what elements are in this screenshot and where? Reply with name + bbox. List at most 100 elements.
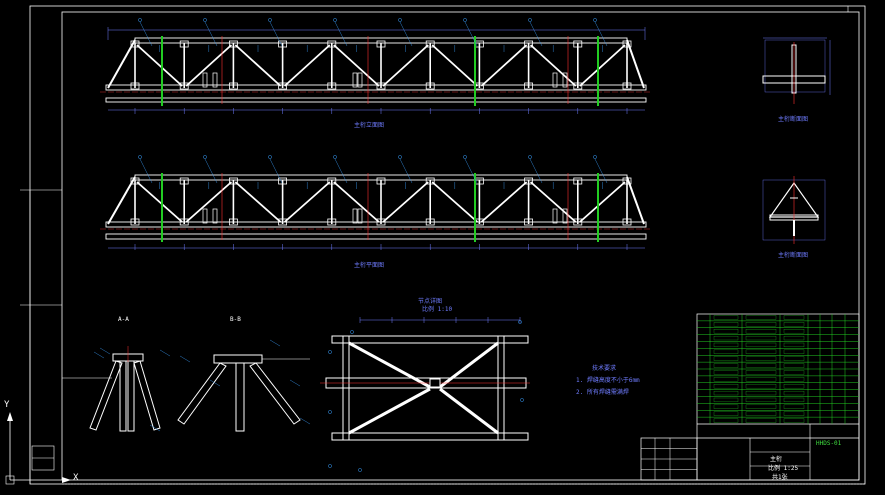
ucs-y-label: Y — [4, 400, 10, 410]
gusset-plate — [524, 177, 533, 185]
gusset-plate — [130, 218, 140, 226]
section-view-b[interactable] — [762, 176, 826, 244]
gusset-plate — [228, 218, 238, 226]
callout-bubble — [138, 18, 142, 22]
gusset-plate — [278, 82, 288, 90]
drawing-sheet: 共1张 — [772, 474, 788, 481]
node-detail-a[interactable] — [62, 346, 161, 432]
truss-diagonal — [284, 181, 331, 223]
parts-cell-text — [783, 363, 805, 368]
gusset-plate — [130, 40, 140, 48]
ucs-icon — [5, 412, 71, 485]
callout-bubble — [333, 155, 337, 159]
parts-cell-text — [783, 329, 805, 334]
truss-diagonal — [136, 181, 183, 223]
callout-bubble — [358, 468, 362, 472]
parts-cell-text — [713, 404, 739, 409]
truss-diagonal — [382, 44, 429, 87]
detail-caption: 节点详图 — [418, 298, 443, 305]
truss-plan-view[interactable] — [100, 174, 650, 249]
title-block[interactable] — [640, 313, 860, 481]
node-detail-b[interactable] — [177, 354, 310, 432]
gusset-plate — [524, 218, 533, 226]
callout-bubble — [463, 155, 467, 159]
gusset-plate — [573, 177, 583, 185]
gusset-plate — [228, 177, 238, 185]
parts-cell-text — [783, 411, 805, 416]
truss-diagonal — [333, 44, 380, 87]
gusset-plate — [278, 177, 288, 185]
callout-bubble — [398, 155, 402, 159]
parts-cell-text — [745, 349, 777, 354]
parts-cell-text — [745, 322, 777, 327]
gusset-plate — [179, 82, 189, 90]
gusset-plate — [130, 177, 140, 185]
parts-cell-text — [713, 390, 739, 396]
gusset-plate — [327, 218, 337, 226]
parts-cell-text — [745, 356, 777, 361]
notes-heading: 技术要求 — [592, 365, 617, 372]
truss-diagonal — [283, 44, 331, 87]
parts-cell-text — [783, 322, 805, 327]
post-plate — [357, 72, 363, 88]
parts-cell-text — [745, 342, 777, 348]
callout-leader — [149, 424, 161, 432]
section-view-a[interactable] — [762, 37, 831, 104]
callout-leader — [289, 379, 301, 387]
truss-diagonal — [579, 181, 626, 223]
gusset-plate — [573, 218, 583, 226]
gusset-plate — [179, 218, 189, 226]
callout-leader — [269, 158, 283, 184]
post-plate — [352, 72, 358, 88]
callout-bubble — [268, 18, 272, 22]
truss-diagonal — [480, 181, 528, 223]
parts-cell-text — [783, 335, 805, 341]
callout-leader — [529, 158, 543, 184]
callout-bubble — [328, 464, 332, 468]
joint-detail-view[interactable] — [320, 319, 530, 441]
node-b-caption: B-B — [230, 316, 241, 323]
callout-bubble — [528, 155, 532, 159]
callout-bubble — [463, 18, 467, 22]
parts-cell-text — [783, 356, 805, 361]
gusset-plate — [376, 82, 386, 90]
parts-cell-text — [713, 418, 739, 423]
parts-cell-text — [783, 342, 805, 348]
callout-leader — [209, 379, 221, 387]
callout-bubble — [518, 320, 522, 324]
parts-cell-text — [713, 335, 739, 341]
gusset-plate — [376, 218, 386, 226]
notes-line-2: 2. 所有焊缝需满焊 — [576, 389, 629, 396]
callout-leader — [204, 21, 218, 47]
truss-elevation-view[interactable] — [100, 27, 650, 111]
gusset-plate — [425, 218, 435, 226]
callout-leader — [594, 21, 608, 47]
parts-cell-text — [783, 384, 805, 389]
post-plate — [562, 208, 568, 224]
parts-cell-text — [745, 390, 777, 396]
callout-leader — [464, 21, 478, 47]
inner-frame — [61, 11, 860, 481]
gusset-plate — [228, 40, 238, 48]
drawing-scale: 比例 1:25 — [768, 465, 799, 472]
gusset-plate — [278, 218, 288, 226]
post-plate — [202, 208, 208, 224]
gusset-plate — [622, 82, 632, 90]
gusset-plate — [425, 177, 435, 185]
parts-cell-text — [713, 411, 739, 416]
post-plate — [552, 208, 558, 224]
parts-cell-text — [745, 384, 777, 389]
gusset-plate — [228, 82, 238, 90]
parts-cell-text — [713, 342, 739, 348]
parts-cell-text — [745, 329, 777, 334]
callout-bubble — [333, 18, 337, 22]
callout-leader — [204, 158, 218, 184]
callout-leader — [399, 158, 413, 184]
parts-cell-text — [745, 335, 777, 341]
elevation-caption: 主桁立面图 — [354, 122, 385, 129]
parts-cell-text — [713, 377, 739, 382]
parts-cell-text — [783, 397, 805, 403]
gusset-plate — [376, 40, 386, 48]
parts-cell-text — [783, 418, 805, 423]
